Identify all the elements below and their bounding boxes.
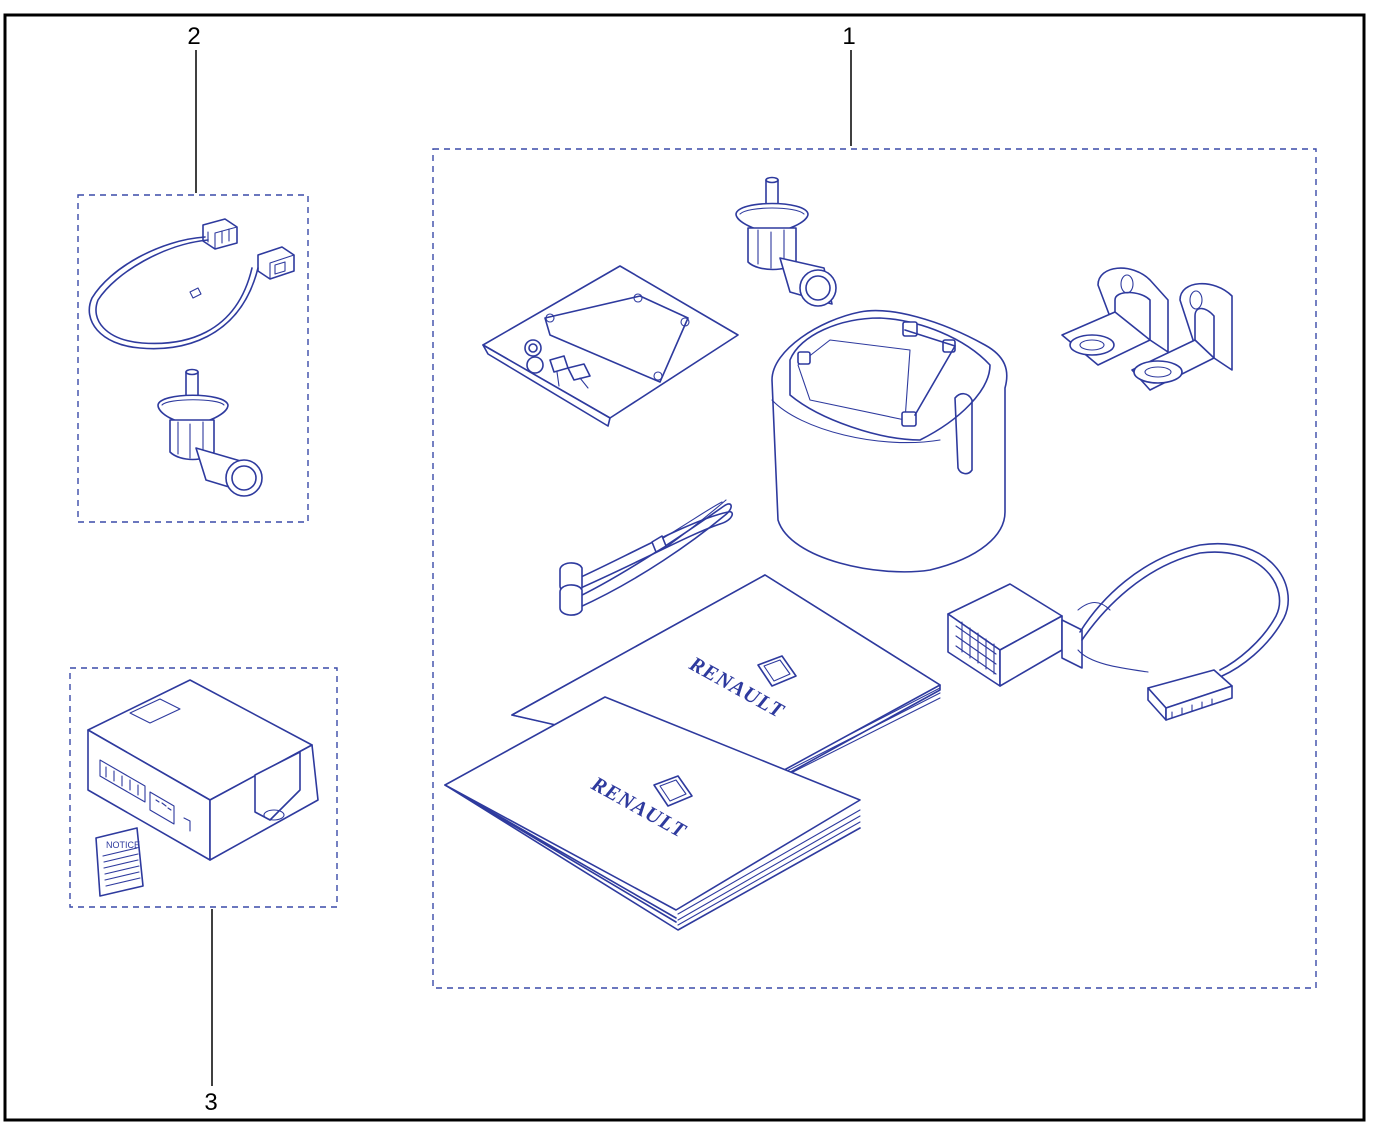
callout-1-label: 1 — [842, 23, 855, 50]
group-box-1 — [432, 148, 1317, 989]
mounting-brackets — [1061, 267, 1233, 391]
callout-2-label: 2 — [187, 23, 200, 50]
parking-sensor-b — [157, 368, 263, 497]
group-box-2 — [77, 194, 309, 523]
main-wiring-harness — [947, 542, 1289, 721]
outer-frame — [3, 13, 1366, 1122]
manual-booklet-b: RENAULT — [444, 696, 861, 931]
parking-sensor-a — [735, 176, 837, 307]
callout-3: 3 — [204, 909, 218, 1116]
sensor-jumper-wires — [559, 499, 734, 616]
group-box-3 — [69, 667, 338, 908]
notice-label: NOTICE — [106, 840, 140, 850]
sensor-wire-harness — [88, 218, 295, 350]
callout-1: 1 — [842, 23, 856, 146]
fixing-kit-bag — [482, 265, 739, 427]
control-module — [87, 679, 319, 861]
notice-booklet: NOTICE — [95, 827, 144, 897]
buzzer-housing — [771, 309, 1008, 573]
callout-3-label: 3 — [204, 1089, 217, 1116]
callout-2: 2 — [187, 23, 201, 193]
